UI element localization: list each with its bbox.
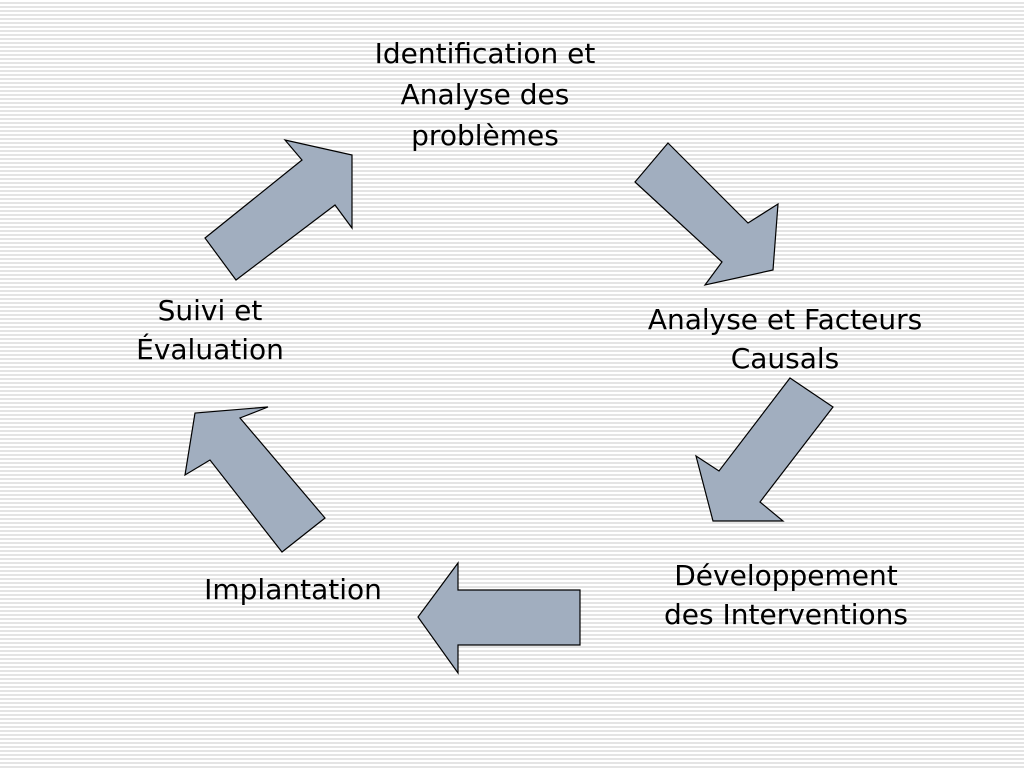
stage-label-line: Évaluation — [136, 333, 284, 366]
stage-identification-analyse-problemes: Identification et Analyse des problèmes — [285, 33, 685, 156]
stage-label-line: Suivi et — [157, 294, 263, 327]
arrow-evaluation-to-identification — [204, 139, 353, 281]
stage-developpement-interventions: Développement des Interventions — [586, 556, 986, 634]
stage-label-line: Implantation — [204, 573, 382, 606]
stage-label-line: Causals — [730, 342, 840, 375]
stage-label-line: problèmes — [411, 119, 559, 152]
stage-label-line: Analyse et Facteurs — [647, 303, 923, 336]
stage-implantation: Implantation — [93, 570, 493, 610]
stage-label-line: des Interventions — [664, 598, 908, 631]
arrow-analyse-to-developpement — [695, 377, 834, 522]
stage-label-line: Développement — [674, 559, 898, 592]
stage-suivi-evaluation: Suivi et Évaluation — [10, 291, 410, 369]
arrow-identification-to-analyse — [634, 142, 779, 286]
stage-label-line: Identification et — [374, 37, 596, 70]
arrow-implantation-to-evaluation — [184, 406, 326, 553]
stage-label-line: Analyse des — [400, 78, 570, 111]
arrow-developpement-to-implantation — [417, 561, 581, 675]
stage-analyse-facteurs-causals: Analyse et Facteurs Causals — [585, 300, 985, 378]
